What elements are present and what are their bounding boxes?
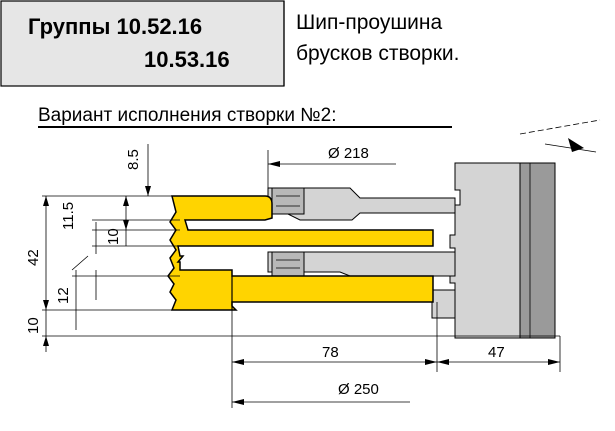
dim-11-5-label: 11.5: [60, 202, 77, 230]
dim-47-arrow-right: [548, 359, 560, 365]
dim-8-5-label: 8.5: [125, 149, 142, 170]
description-line-2: брусков створки.: [296, 42, 459, 65]
workpiece-profile: [167, 195, 434, 311]
dim-12-leader: [71, 255, 89, 271]
d218-label: Ø 218: [328, 145, 369, 162]
cutter-assembly: [267, 162, 556, 339]
middle-cutter-insert: [271, 251, 305, 277]
dim-42-label: 42: [25, 249, 42, 266]
lower-cutter-block: [431, 289, 456, 319]
description-line-1: Шип-проушина: [296, 11, 443, 34]
cutter-hub: [447, 162, 521, 339]
upper-insert-lines: [276, 195, 300, 207]
group-number-2: 10.53.16: [144, 47, 230, 72]
dim-78-arrow-right: [425, 359, 437, 365]
dim-10-label: 10: [105, 228, 122, 245]
d218-arrow: [268, 161, 280, 167]
dimensions: Ø 218 8.5 11.5 10 42 12: [25, 119, 601, 408]
middle-insert-lines: [276, 259, 300, 269]
dim-78-label: 78: [322, 344, 339, 361]
upper-cutter-insert: [271, 187, 305, 215]
workpiece: [167, 195, 434, 311]
dim-12-label: 12: [55, 287, 72, 304]
group-number-1: Группы 10.52.16: [28, 14, 202, 39]
rotation-arrow: [568, 138, 584, 152]
cutter-spindle-body: [519, 162, 556, 339]
dim-10b-arrow: [43, 336, 49, 346]
group-title-box: [0, 0, 285, 87]
d250-arrow: [232, 399, 244, 405]
d250-label: Ø 250: [338, 381, 379, 398]
dim-11-5-arrow-top: [123, 196, 129, 206]
dim-42-arrow-bot: [43, 300, 49, 310]
dim-78-arrow-left: [232, 359, 244, 365]
dim-47-arrow-left: [437, 359, 449, 365]
dim-42-arrow-top: [43, 196, 49, 206]
axis-dash-top: [519, 119, 601, 135]
header: Группы 10.52.16 10.53.16 Шип-проушина бр…: [0, 0, 459, 87]
dim-11-5-arrow-bot: [123, 220, 129, 230]
dim-8-5-arrow: [145, 186, 151, 196]
variant-title: Вариант исполнения створки №2:: [38, 105, 336, 126]
dim-47-label: 47: [488, 344, 505, 361]
dim-10b-label: 10: [25, 317, 42, 334]
rotation-line: [544, 143, 597, 153]
